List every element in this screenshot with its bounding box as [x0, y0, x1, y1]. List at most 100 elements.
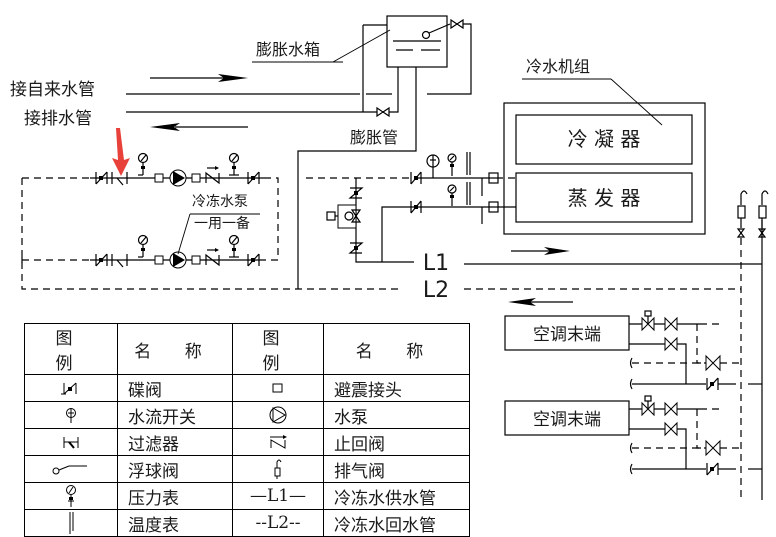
legend-header-symbol: 图 例 — [24, 323, 118, 375]
strainer-icon — [111, 254, 128, 268]
evaporator-box — [515, 172, 693, 223]
supply-line-label: L1 — [423, 251, 449, 276]
pressure-gauge-icon — [228, 152, 240, 176]
motorized-valve-icon — [641, 310, 655, 332]
legend-name: 碟阀 — [117, 374, 233, 402]
thermometer-icon — [24, 509, 118, 537]
butterfly-valve-icon — [706, 377, 719, 391]
main-lines: L1 L2 — [382, 220, 763, 500]
ac-terminal-label: 空调末端 — [533, 325, 601, 345]
legend-name: 冷冻水回水管 — [323, 509, 470, 537]
expansion-tank-label: 膨胀水箱 — [256, 40, 320, 59]
gate-valve-icon — [664, 401, 678, 417]
chiller-unit-label: 冷水机组 — [526, 57, 590, 76]
flexible-joint-icon — [154, 173, 164, 183]
terminal-piping — [629, 395, 762, 476]
pressure-gauge-icon — [447, 153, 457, 176]
strainer-icon — [24, 428, 118, 456]
legend-name: 水流开关 — [117, 401, 233, 429]
check-valve-icon — [348, 242, 364, 254]
motorized-valve-icon — [641, 395, 655, 417]
tap-water-label: 接自来水管 — [10, 80, 95, 100]
legend-name: 压力表 — [117, 482, 233, 510]
pressure-gauge-icon — [137, 234, 149, 258]
pressure-gauge-icon — [24, 482, 118, 510]
check-valve-icon — [205, 166, 220, 185]
chiller-piping — [306, 152, 516, 263]
butterfly-valve-icon — [247, 171, 260, 185]
gate-valve-icon — [664, 421, 678, 437]
butterfly-valve-icon — [24, 374, 118, 402]
legend-header-symbol: 图 例 — [232, 323, 324, 375]
legend-row: 温度表 --L2-- 冷冻水回水管 — [24, 509, 470, 537]
float-valve-icon — [24, 455, 118, 483]
flow-arrow-icon — [218, 74, 248, 82]
butterfly-valve-icon — [410, 200, 422, 214]
pump-row — [95, 152, 260, 187]
check-valve-icon — [348, 187, 364, 199]
expansion-pipe-label: 膨胀管 — [350, 128, 398, 147]
supply-line-symbol: —L1— — [232, 482, 324, 510]
legend-name: 水泵 — [323, 401, 470, 429]
legend-name: 避震接头 — [323, 374, 470, 402]
flow-switch-icon — [426, 154, 440, 178]
legend-row: 压力表 —L1— 冷冻水供水管 — [24, 482, 470, 510]
butterfly-valve-icon — [95, 171, 108, 185]
flow-arrow-icon — [508, 298, 536, 306]
legend-name: 过滤器 — [117, 428, 233, 456]
legend-table: 图 例 名 称 图 例 名 称 碟阀 避震接头 水流开关 水泵 过滤器 止回阀 … — [24, 323, 470, 537]
air-vent-valve-icon — [736, 190, 748, 238]
air-vent-valves — [736, 190, 769, 238]
ac-terminal-1: 空调末端 — [504, 315, 630, 351]
legend-row: 过滤器 止回阀 — [24, 428, 470, 456]
butterfly-valve-icon — [247, 253, 260, 267]
legend-name: 浮球阀 — [117, 455, 233, 483]
flow-arrow-icon — [544, 247, 570, 255]
legend-row: 水流开关 水泵 — [24, 401, 470, 429]
gate-valve-icon — [705, 354, 721, 372]
pump-rows — [95, 152, 260, 269]
expansion-pipe: 膨胀管 — [297, 67, 417, 289]
condenser-box — [515, 114, 693, 165]
evaporator-label: 蒸 发 器 — [568, 186, 641, 210]
pump-note-line1: 冷冻水泵 — [192, 193, 248, 210]
pipe-cap-icon — [629, 463, 633, 475]
drain-pipe: 接排水管 — [24, 24, 399, 131]
gate-valve-icon — [664, 336, 678, 352]
legend-name: 冷冻水供水管 — [323, 482, 470, 510]
pipe-cap-icon — [629, 378, 633, 390]
drain-pipe-label: 接排水管 — [24, 109, 92, 129]
legend-name: 排气阀 — [323, 455, 470, 483]
ac-terminal-piping — [629, 310, 762, 476]
pipe-cap-icon — [629, 357, 633, 369]
tap-water-pipe: 接自来水管 — [10, 74, 392, 100]
flexible-joint-icon — [232, 374, 324, 402]
chiller-unit: 冷水机组 冷 凝 器 蒸 发 器 — [503, 57, 706, 235]
ac-terminal-2: 空调末端 — [504, 400, 630, 436]
condenser-label: 冷 凝 器 — [568, 127, 641, 151]
pipe-cap-icon — [629, 442, 633, 454]
return-line-label: L2 — [423, 278, 449, 303]
flow-switch-icon — [24, 401, 118, 429]
legend-header-name: 名 称 — [117, 323, 233, 375]
ac-terminals: 空调末端 空调末端 — [504, 315, 630, 436]
legend-name: 止回阀 — [323, 428, 470, 456]
air-vent-valve-icon — [757, 190, 769, 238]
terminal-piping — [629, 310, 762, 391]
legend-header-row: 图 例 名 称 图 例 名 称 — [24, 323, 470, 375]
water-pump-icon — [169, 169, 187, 187]
flow-arrow-icon — [150, 123, 180, 131]
pressure-gauge-icon — [447, 184, 457, 206]
valve-icon — [450, 18, 464, 30]
ac-terminal-label: 空调末端 — [533, 410, 601, 430]
butterfly-valve-icon — [95, 253, 108, 267]
legend-header-name: 名 称 — [323, 323, 470, 375]
flexible-joint-icon — [488, 172, 499, 213]
return-line-symbol: --L2-- — [232, 509, 324, 537]
highlight-arrow — [112, 128, 130, 176]
flexible-joint-icon — [191, 255, 201, 265]
gate-valve-icon — [664, 316, 678, 332]
pump-row — [95, 234, 260, 269]
